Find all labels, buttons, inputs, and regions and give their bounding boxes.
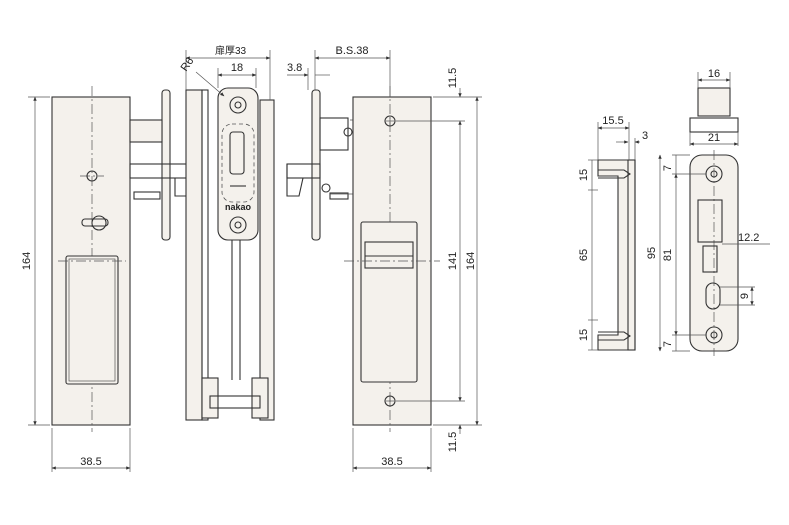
dim-top-11-5: 11.5 bbox=[447, 68, 459, 89]
strike-oval-slot bbox=[705, 282, 721, 310]
dim-side-bottom-15: 15 bbox=[578, 329, 590, 341]
dim-16: 16 bbox=[708, 68, 720, 80]
dim-18: 18 bbox=[231, 62, 243, 74]
back-finger-pull-recess bbox=[360, 221, 418, 383]
dim-9: 9 bbox=[739, 293, 751, 299]
strike-plate-top bbox=[689, 117, 739, 133]
side-body bbox=[129, 119, 163, 143]
back-view: 164 141 11.5 11.5 38.5 bbox=[344, 68, 482, 472]
front-screw-hole bbox=[86, 170, 98, 182]
dim-front-height: 164 bbox=[21, 252, 33, 270]
section-right-plate bbox=[259, 99, 275, 421]
dim-95: 95 bbox=[646, 247, 658, 259]
dim-bottom-11-5: 11.5 bbox=[447, 432, 459, 453]
dim-side-top-15: 15 bbox=[578, 169, 590, 181]
front-finger-pull-recess bbox=[65, 255, 119, 385]
dim-3: 3 bbox=[642, 130, 648, 142]
dim-21: 21 bbox=[708, 132, 720, 144]
strike-front-view: 16 21 7 7 95 81 12.2 9 bbox=[646, 68, 770, 356]
emergency-release-hole bbox=[91, 215, 107, 231]
strike-box-profile bbox=[597, 159, 636, 351]
emergency-release-slot bbox=[81, 218, 109, 227]
section-left-plate bbox=[185, 89, 203, 421]
dim-15-5: 15.5 bbox=[602, 115, 623, 127]
dim-back-height: 164 bbox=[465, 252, 477, 270]
dim-strike-top-7: 7 bbox=[662, 165, 674, 171]
strike-side-view: 15.5 3 15 65 15 bbox=[578, 115, 648, 351]
dim-door-thickness: 扉厚33 bbox=[215, 44, 247, 57]
side-latch-view bbox=[129, 89, 196, 241]
dim-back-width: 38.5 bbox=[381, 456, 402, 468]
section-view: nakao 扉厚33 18 R6 bbox=[179, 44, 275, 421]
latch-faceplate bbox=[217, 87, 259, 241]
dim-backset: B.S.38 bbox=[335, 45, 368, 57]
hook-slot bbox=[229, 131, 245, 175]
dim-front-width: 38.5 bbox=[80, 456, 101, 468]
front-view: 164 38.5 bbox=[21, 86, 131, 472]
dim-12-2: 12.2 bbox=[738, 232, 759, 244]
latch-block-top bbox=[697, 87, 731, 117]
back-screw-bottom bbox=[384, 395, 396, 407]
strike-latch-opening bbox=[697, 199, 723, 243]
side-escutcheon bbox=[161, 89, 171, 241]
dim-141: 141 bbox=[447, 252, 459, 270]
dim-side-65: 65 bbox=[578, 249, 590, 261]
dim-81: 81 bbox=[662, 249, 674, 261]
dim-3-8: 3.8 bbox=[287, 62, 302, 74]
dim-strike-bottom-7: 7 bbox=[662, 341, 674, 347]
release-lever bbox=[133, 191, 161, 200]
brand-mark: nakao bbox=[225, 202, 252, 212]
back-screw-top bbox=[384, 115, 396, 127]
